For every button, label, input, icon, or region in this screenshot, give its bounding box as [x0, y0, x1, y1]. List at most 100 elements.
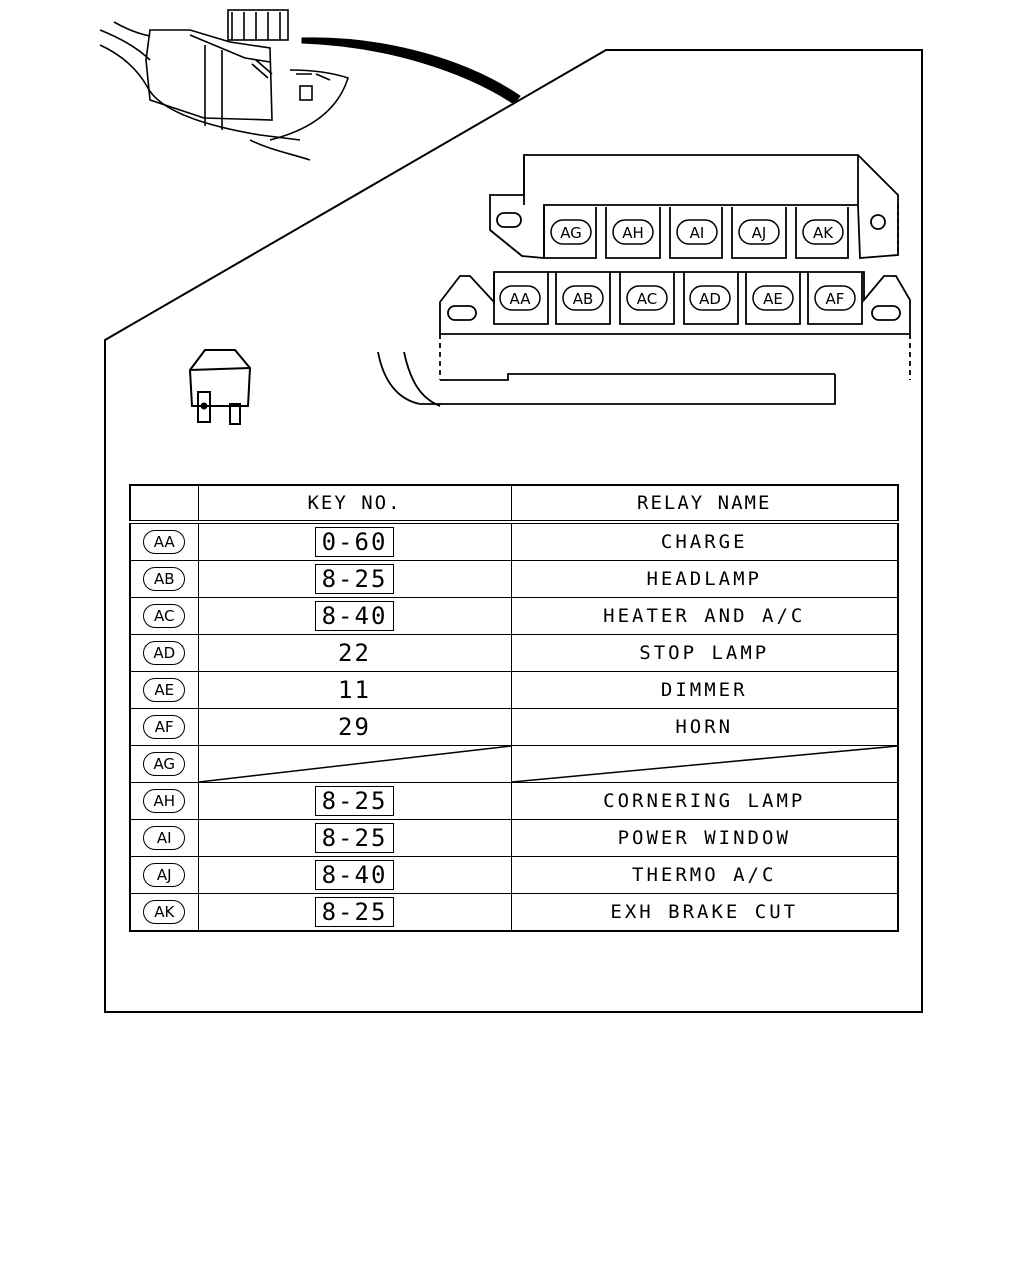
svg-text:AD: AD [699, 290, 721, 308]
relay-name: POWER WINDOW [617, 827, 791, 849]
slot-label-ac: AC [626, 285, 668, 311]
row-name-cell: CORNERING LAMP [510, 782, 899, 820]
row-key-cell: 8-25 [197, 819, 512, 857]
row-code-cell: AE [129, 671, 199, 709]
key-number: 8-40 [314, 601, 395, 631]
row-code-label: AC [143, 604, 186, 628]
row-key-cell: 11 [197, 671, 512, 709]
row-name-blank [510, 745, 899, 783]
key-number: 8-25 [314, 897, 395, 927]
key-number: 8-40 [314, 860, 395, 890]
table-row: AF 29 HORN [129, 708, 899, 746]
key-number: 8-25 [314, 823, 395, 853]
callout-pointer [301, 37, 521, 105]
relay-table-body: AA 0-60 CHARGE AB 8-25 HEADLAMP AC 8-40 HEATER A… [129, 521, 899, 932]
relay-name: EXH BRAKE CUT [610, 901, 799, 923]
relay-name: CORNERING LAMP [603, 790, 806, 812]
slot-label-ab: AB [562, 285, 604, 311]
svg-text:AB: AB [573, 290, 594, 308]
table-row: AI 8-25 POWER WINDOW [129, 819, 899, 857]
harness-sketch [99, 9, 349, 161]
svg-text:AF: AF [826, 290, 845, 308]
row-code-cell: AG [129, 745, 199, 783]
key-number: 8-25 [314, 786, 395, 816]
row-code-label: AH [143, 789, 186, 813]
svg-text:AA: AA [510, 290, 532, 308]
row-code-label: AE [143, 678, 186, 702]
row-name-cell: STOP LAMP [510, 634, 899, 672]
relay-icon [188, 349, 252, 425]
callout-frame [104, 49, 923, 1013]
row-code-label: AD [143, 641, 186, 665]
row-name-cell: HORN [510, 708, 899, 746]
relay-box-lower [377, 271, 911, 407]
svg-text:AI: AI [690, 224, 705, 242]
relay-name: HEATER AND A/C [603, 605, 806, 627]
svg-text:AK: AK [813, 224, 834, 242]
row-code-cell: AK [129, 893, 199, 932]
svg-text:AG: AG [560, 224, 582, 242]
key-number: 0-60 [314, 527, 395, 557]
row-name-cell: HEATER AND A/C [510, 597, 899, 635]
key-number: 29 [338, 713, 371, 741]
row-code-cell: AJ [129, 856, 199, 894]
header-relay-name: RELAY NAME [510, 484, 899, 524]
relay-box-upper [489, 154, 899, 259]
row-name-cell: DIMMER [510, 671, 899, 709]
row-name-cell: POWER WINDOW [510, 819, 899, 857]
row-code-cell: AH [129, 782, 199, 820]
row-code-label: AK [143, 900, 186, 924]
table-row: AE 11 DIMMER [129, 671, 899, 709]
row-name-cell: THERMO A/C [510, 856, 899, 894]
table-row: AJ 8-40 THERMO A/C [129, 856, 899, 894]
relay-name: DIMMER [660, 679, 748, 701]
row-code-label: AI [143, 826, 186, 850]
connector-top-row-labels: AG AH AI AJ AK [550, 219, 844, 245]
row-name-cell: CHARGE [510, 521, 899, 561]
diagonal-slash [512, 746, 898, 782]
row-code-cell: AB [129, 560, 199, 598]
header-code [129, 484, 199, 524]
relay-name: STOP LAMP [639, 642, 770, 664]
row-code-cell: AI [129, 819, 199, 857]
row-key-cell: 8-25 [197, 560, 512, 598]
table-row: AA 0-60 CHARGE [129, 521, 899, 561]
slot-label-ad: AD [689, 285, 731, 311]
row-code-cell: AF [129, 708, 199, 746]
table-row: AH 8-25 CORNERING LAMP [129, 782, 899, 820]
row-code-cell: AC [129, 597, 199, 635]
header-key-no: KEY NO. [197, 484, 512, 524]
row-code-label: AB [143, 567, 186, 591]
row-key-cell: 29 [197, 708, 512, 746]
table-row: AK 8-25 EXH BRAKE CUT [129, 893, 899, 932]
table-row: AG [129, 745, 899, 783]
row-code-label: AA [143, 530, 186, 554]
slot-label-ag: AG [550, 219, 592, 245]
key-number: 8-25 [314, 564, 395, 594]
relay-name: CHARGE [660, 531, 748, 553]
slot-label-aa: AA [499, 285, 541, 311]
diagonal-slash [199, 746, 511, 782]
row-key-cell: 8-25 [197, 782, 512, 820]
row-name-cell: HEADLAMP [510, 560, 899, 598]
key-number: 11 [338, 676, 371, 704]
slot-label-af: AF [814, 285, 856, 311]
relay-name: HEADLAMP [646, 568, 762, 590]
svg-text:AJ: AJ [752, 224, 767, 242]
relay-name: HORN [675, 716, 734, 738]
slot-label-ai: AI [676, 219, 718, 245]
row-name-cell: EXH BRAKE CUT [510, 893, 899, 932]
slot-label-ak: AK [802, 219, 844, 245]
relay-table-header: KEY NO. RELAY NAME [129, 484, 899, 524]
svg-text:AE: AE [763, 290, 783, 308]
row-key-cell: 0-60 [197, 521, 512, 561]
row-code-cell: AA [129, 521, 199, 561]
slot-label-ae: AE [752, 285, 794, 311]
table-row: AC 8-40 HEATER AND A/C [129, 597, 899, 635]
svg-text:AC: AC [637, 290, 657, 308]
row-key-cell: 8-25 [197, 893, 512, 932]
